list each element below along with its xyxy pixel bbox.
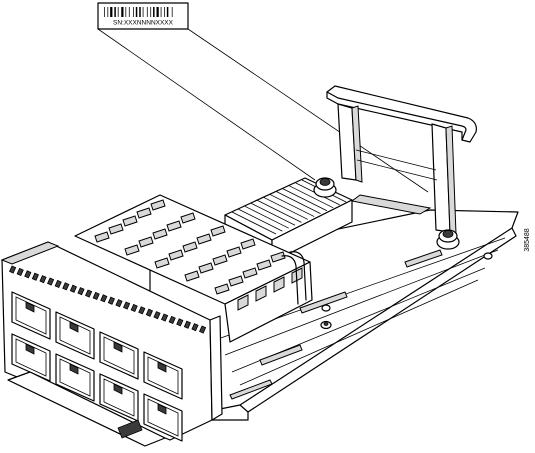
sfp-port [99,331,139,380]
captive-screw-right [436,229,460,250]
port-led [25,343,35,355]
captive-screw-left [313,177,337,198]
sfp-port [11,333,51,382]
port-led [113,383,123,395]
extraction-handle [326,85,477,235]
sfp-port [11,291,51,340]
port-led [25,301,35,313]
port-led [69,321,79,333]
sfp-port [143,351,183,400]
callout-line-left [97,28,316,181]
callout-line-right [187,28,429,193]
sfp-port [143,393,183,442]
sfp-cage [74,194,313,343]
sfp-port [55,353,95,402]
serial-number-callout: SN:XXXNNNNXXXX [97,2,429,193]
port-led [113,341,123,353]
port-led [157,361,167,373]
port-led [69,363,79,375]
figure-number: 385488 [524,228,531,251]
sfp-port [55,311,95,360]
port-led [157,403,167,415]
barcode [104,7,173,17]
front-bezel [0,241,223,447]
serial-number-text: SN:XXXNNNNXXXX [113,20,174,27]
